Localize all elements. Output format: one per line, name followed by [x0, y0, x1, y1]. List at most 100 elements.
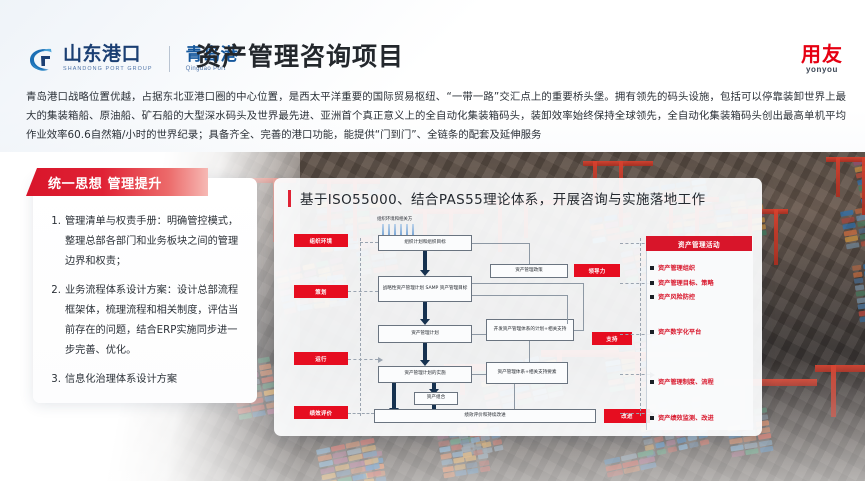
- left-card-list: 1. 管理清单与权责手册：明确管控模式，整理总部各部门和业务板块之间的管理边界和权…: [46, 212, 246, 399]
- flow-arrow-1: [420, 251, 430, 276]
- asset-management-diagram: 组织环境和相关方 组织环境 策划 运行 绩效评价 组织计划和组织目标 战略性资产…: [274, 214, 762, 436]
- diagram-spine: [360, 238, 361, 416]
- list-item-text: 管理清单与权责手册：明确管控模式，整理总部各部门和业务板块之间的管理边界和权责；: [65, 216, 239, 267]
- asset-activity-label: 资产管理目标、策略: [658, 280, 714, 287]
- shandong-port-wordmark: 山东港口 SHANDONG PORT GROUP: [63, 45, 153, 72]
- link-right-down-1: [583, 283, 584, 330]
- flow-arrow-4a: [389, 383, 399, 414]
- bullet-square-icon: [650, 329, 654, 334]
- asset-activities-header: 资产管理活动: [646, 236, 752, 251]
- link-orgplan-policy: [472, 243, 530, 244]
- crane-leg: [773, 209, 778, 265]
- bullet-square-icon: [650, 294, 654, 299]
- logo-group: 山东港口 SHANDONG PORT GROUP 青岛港 Qingdao Por…: [26, 44, 238, 74]
- link-samp-right-1: [472, 283, 584, 284]
- asset-activity-item: 资产风险防控: [650, 292, 695, 301]
- diagram-box-samp: 战略性资产管理计划 SAMP 资产管理目标: [378, 276, 472, 302]
- left-card-banner-label: 统一思想 管理提升: [48, 176, 162, 192]
- asset-activity-label: 资产管理组织: [658, 265, 696, 272]
- diagram-box-asset-policy: 资产管理政策: [490, 264, 568, 278]
- stage-label-planning: 策划: [294, 285, 348, 298]
- diagram-box-plan-implementation: 资产管理计划的实施: [378, 366, 472, 383]
- spine-connector-1: [360, 240, 383, 246]
- crane-leg: [862, 156, 865, 215]
- asset-activity-item: 资产管理组织: [650, 263, 695, 272]
- diagram-panel-title: 基于ISO55000、结合PAS55理论体系，开展咨询与实施落地工作: [300, 192, 706, 208]
- left-card-list-item: 2. 业务流程体系设计方案：设计总部流程框架体，梳理流程和相关制度，评估当前存在的…: [46, 281, 246, 361]
- diagram-top-label: 组织环境和相关方: [377, 217, 413, 222]
- stage-label-operation: 运行: [294, 352, 348, 365]
- list-item-text: 业务流程体系设计方案：设计总部流程框架体，梳理流程和相关制度，评估当前存在的问题…: [65, 285, 239, 356]
- asset-activity-item: 资产管理制度、流程: [650, 377, 714, 386]
- environment-arrows-icon: [380, 224, 415, 238]
- asset-activity-label: 资产数字化平台: [658, 329, 702, 336]
- asset-activity-label: 资产管理制度、流程: [658, 379, 714, 386]
- yonyou-cn: 用友: [801, 42, 843, 66]
- qingdao-port-wordmark: 青岛港 Qingdao Port: [186, 46, 239, 72]
- flow-arrow-4b: [429, 383, 439, 395]
- list-item-number: 1.: [51, 216, 61, 227]
- crane-boom: [583, 160, 653, 166]
- page-title: 资产管理咨询项目: [196, 42, 405, 71]
- diagram-box-asset-plan: 资产管理计划: [378, 325, 472, 343]
- stage-label-performance-evaluation: 绩效评价: [294, 406, 348, 419]
- flow-arrow-3: [420, 343, 430, 366]
- spine-connector-4: [348, 413, 374, 414]
- asset-activity-item: 资产数字化平台: [650, 327, 701, 336]
- diagram-box-org-plan: 组织计划和组织目标: [378, 235, 472, 251]
- link-right-in-1: [574, 330, 584, 331]
- left-card-banner: 统一思想 管理提升: [26, 168, 208, 196]
- asset-activity-label: 资产绩效监测、改进: [658, 415, 714, 422]
- link-assetplan-develop: [472, 334, 486, 335]
- link-policy-down: [529, 243, 530, 264]
- activity-spine: [640, 238, 641, 416]
- link-system-to-review: [514, 384, 515, 409]
- bullet-square-icon: [650, 280, 654, 285]
- qingdao-port-cn: 青岛港: [185, 45, 239, 64]
- side-label-improvement: 改进: [604, 409, 650, 423]
- crane-boom: [826, 156, 865, 162]
- link-impl-system: [472, 374, 486, 375]
- diagram-box-asset-portfolio: 资产组合: [414, 392, 458, 405]
- list-item-number: 2.: [51, 285, 61, 296]
- asset-activity-label: 资产风险防控: [658, 294, 696, 301]
- crane-boom: [737, 209, 789, 215]
- left-card-list-item: 3. 信息化治理体系设计方案: [46, 370, 246, 390]
- link-right-down-2: [567, 295, 568, 324]
- diagram-box-system-support-elements: 资产管理体系+相关支持要素: [486, 362, 568, 384]
- yonyou-logo: 用友 yonyou: [801, 44, 843, 74]
- header-background-tint: [0, 0, 865, 152]
- page-header: 山东港口 SHANDONG PORT GROUP 青岛港 Qingdao Por…: [0, 18, 865, 74]
- stage-label-organization-context: 组织环境: [294, 234, 348, 247]
- asset-activity-item: 资产绩效监测、改进: [650, 413, 714, 422]
- yonyou-en: yonyou: [805, 65, 839, 74]
- intro-paragraph: 青岛港口战略位置优越，占据东北亚港口圈的中心位置，是西太平洋重要的国际贸易枢纽、…: [26, 91, 846, 141]
- shandong-port-cn: 山东港口: [63, 44, 142, 66]
- shandong-port-mark-icon: [26, 44, 56, 74]
- link-develop-to-system: [529, 341, 530, 362]
- diagram-panel-header: 基于ISO55000、结合PAS55理论体系，开展咨询与实施落地工作: [288, 188, 705, 208]
- list-item-text: 信息化治理体系设计方案: [65, 374, 178, 385]
- left-card-list-item: 1. 管理清单与权责手册：明确管控模式，整理总部各部门和业务板块之间的管理边界和权…: [46, 212, 246, 272]
- list-item-number: 3.: [51, 374, 61, 385]
- flow-arrow-2: [420, 302, 430, 325]
- diagram-box-develop-system-plan: 开发资产管理体系的计划+相关支持: [486, 319, 574, 341]
- crane-leg: [836, 156, 841, 198]
- link-samp-right-2: [472, 295, 568, 296]
- logo-divider: [168, 46, 170, 72]
- bullet-square-icon: [650, 415, 654, 420]
- side-label-support: 支持: [592, 332, 632, 345]
- diagram-box-performance-review: 绩效评价和持续改进: [374, 409, 596, 423]
- left-content-card: [33, 178, 257, 403]
- qingdao-port-en: Qingdao Port: [185, 66, 226, 72]
- panel-accent-bar: [288, 189, 291, 207]
- asset-activity-item: 资产管理目标、策略: [650, 278, 714, 287]
- bullet-square-icon: [650, 379, 654, 384]
- side-label-leadership: 领导力: [574, 264, 620, 277]
- spine-connector-2: [348, 289, 383, 295]
- spine-connector-3: [348, 357, 383, 363]
- bullet-square-icon: [650, 265, 654, 270]
- asset-activities-column: [646, 236, 753, 430]
- shandong-port-en: SHANDONG PORT GROUP: [63, 66, 153, 73]
